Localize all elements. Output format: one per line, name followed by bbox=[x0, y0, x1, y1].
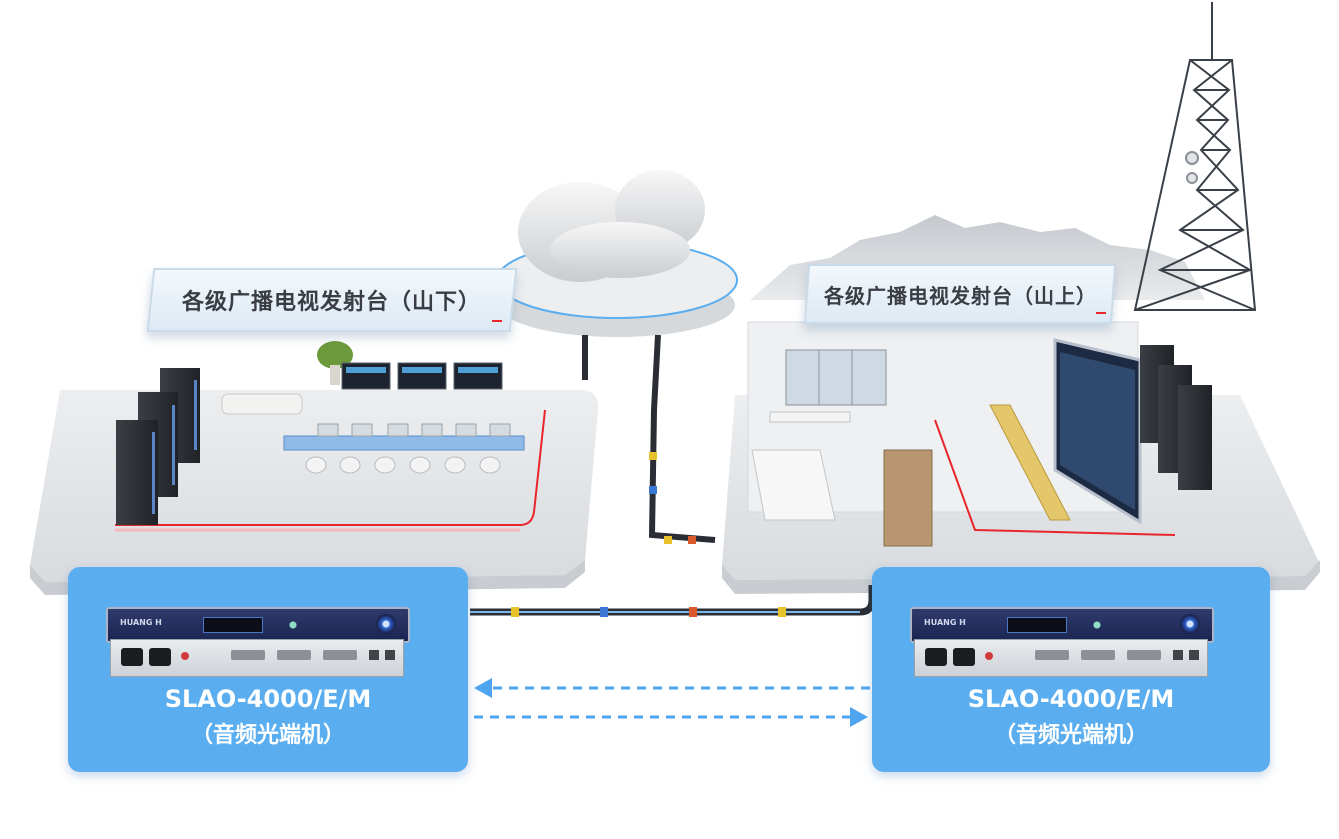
left-device-type: （音频光端机） bbox=[190, 723, 345, 748]
left-server-racks bbox=[116, 368, 200, 525]
left-control-room bbox=[221, 341, 525, 474]
right-power-inlet-2 bbox=[953, 648, 975, 666]
right-snmp-port bbox=[1189, 650, 1199, 660]
right-device-rear-panel bbox=[914, 639, 1208, 677]
right-power-switch bbox=[985, 652, 993, 660]
right-device-display bbox=[1007, 617, 1067, 633]
signal-arrow-to-right bbox=[474, 707, 868, 727]
left-power-switch bbox=[181, 652, 189, 660]
left-device-rear-panel bbox=[110, 639, 404, 677]
left-site-title-plate: 各级广播电视发射台（山下） bbox=[146, 268, 518, 332]
right-db-connector-3 bbox=[1127, 650, 1161, 660]
left-device-brand: HUANG H bbox=[120, 618, 162, 627]
left-device-power-knob bbox=[376, 614, 396, 634]
right-device-front-panel: HUANG H bbox=[910, 607, 1214, 643]
left-site-title: 各级广播电视发射台（山下） bbox=[182, 290, 482, 315]
left-device-card: HUANG H SLAO-4000/E/M （音频光端机） bbox=[68, 567, 468, 772]
right-dormitory bbox=[751, 349, 933, 547]
right-power-inlet-1 bbox=[925, 648, 947, 666]
left-db-connector-1 bbox=[231, 650, 265, 660]
right-fibre-port bbox=[1173, 650, 1183, 660]
left-site-platform bbox=[29, 390, 599, 595]
left-power-inlet-1 bbox=[121, 648, 143, 666]
right-device-brand: HUANG H bbox=[924, 618, 966, 627]
left-power-inlet-2 bbox=[149, 648, 171, 666]
fibre-link bbox=[470, 585, 876, 617]
right-db-connector-1 bbox=[1035, 650, 1069, 660]
right-title-accent bbox=[1096, 312, 1106, 314]
cable-markers-upper bbox=[649, 452, 696, 544]
right-device-power-knob bbox=[1180, 614, 1200, 634]
right-db-connector-2 bbox=[1081, 650, 1115, 660]
right-device-type: （音频光端机） bbox=[993, 723, 1148, 748]
left-title-accent bbox=[492, 320, 502, 322]
left-db-connector-2 bbox=[277, 650, 311, 660]
left-device-front-panel: HUANG H bbox=[106, 607, 410, 643]
left-device-nav-buttons bbox=[283, 615, 303, 635]
right-device-model: SLAO-4000/E/M bbox=[967, 685, 1175, 713]
right-device-card: HUANG H SLAO-4000/E/M （音频光端机） bbox=[872, 567, 1270, 772]
left-fibre-port bbox=[369, 650, 379, 660]
cloud-cables bbox=[582, 334, 716, 543]
left-device-model: SLAO-4000/E/M bbox=[164, 685, 372, 713]
transmission-tower bbox=[1133, 2, 1257, 311]
left-device-display bbox=[203, 617, 263, 633]
left-snmp-port bbox=[385, 650, 395, 660]
right-device-nav-buttons bbox=[1087, 615, 1107, 635]
signal-arrow-to-left bbox=[474, 678, 870, 698]
left-db-connector-3 bbox=[323, 650, 357, 660]
right-control-room bbox=[989, 338, 1212, 525]
right-site-title: 各级广播电视发射台（山上） bbox=[823, 283, 1097, 308]
right-site-title-plate: 各级广播电视发射台（山上） bbox=[803, 264, 1117, 324]
cloud-platform bbox=[496, 170, 738, 337]
